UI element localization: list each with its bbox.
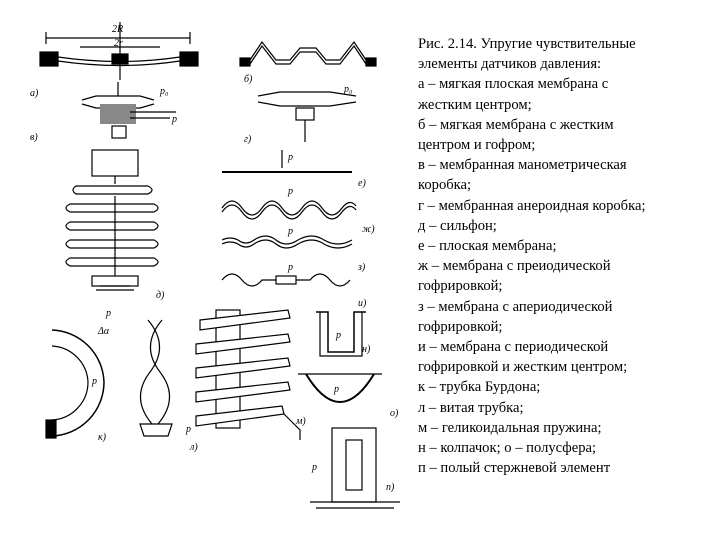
label-l: л)	[189, 442, 198, 453]
label-2R: 2R	[112, 24, 123, 35]
label-p-k2: p	[105, 308, 111, 319]
caption-line-10: д – сильфон;	[418, 217, 497, 234]
caption-line-8: коробка;	[418, 177, 472, 194]
label-g: г)	[244, 134, 252, 145]
caption-line-14: з – мембрана с апериодической	[418, 298, 613, 315]
caption-line-9: г – мембранная анероидная коробка;	[418, 197, 646, 214]
caption-line-13: гофрировкой;	[418, 278, 503, 295]
caption-line-5: б – мягкая мембрана с жестким	[418, 116, 614, 133]
element-z-aperiodic-corrugation: p з)	[221, 226, 366, 273]
element-l-twisted-tube: p л)	[139, 319, 198, 453]
label-k: к)	[98, 432, 107, 443]
figure-caption: Рис. 2.14. Упругие чувствительные элемен…	[418, 34, 714, 478]
caption-line-20: м – геликоидальная пружина;	[418, 419, 602, 436]
caption-line-7: в – мембранная манометрическая	[418, 157, 627, 174]
caption-line-19: л – витая трубка;	[418, 399, 524, 416]
label-p-a: p	[171, 114, 177, 125]
element-k-bourdon-tube: p Δα к) p	[45, 308, 111, 443]
figure-drawing: а) 2R 2r p₀ p в) б) p₀ г)	[30, 22, 400, 509]
label-p-k: p	[91, 376, 97, 387]
label-p-n: p	[335, 330, 341, 341]
caption-line-18: к – трубка Бурдона;	[418, 379, 541, 396]
label-e: е)	[358, 178, 366, 189]
label-m: м)	[295, 416, 306, 427]
label-p0-a: p₀	[159, 86, 169, 97]
label-p-z: p	[287, 226, 293, 237]
label-p: п)	[386, 482, 395, 493]
label-b: б)	[244, 74, 253, 85]
caption-line-11: е – плоская мембрана;	[418, 238, 557, 255]
label-i: и)	[358, 298, 367, 309]
element-o-hemisphere: p о)	[298, 373, 399, 419]
element-b-corrugated-membrane: б) p₀ г)	[239, 40, 377, 145]
label-o: о)	[390, 408, 399, 419]
label-z: з)	[357, 262, 366, 273]
element-m-helical-spring: м)	[195, 309, 306, 440]
caption-line-22: п – полый стержневой элемент	[418, 460, 611, 477]
label-zh: ж)	[362, 224, 375, 235]
caption-line-15: гофрировкой;	[418, 318, 503, 335]
element-a-flat-membrane: а) 2R 2r	[30, 22, 199, 99]
caption-line-17: гофрировкой и жестким центром;	[418, 359, 628, 376]
label-p-i: p	[287, 262, 293, 273]
label-p0-b: p₀	[343, 84, 353, 95]
label-p-p: p	[311, 462, 317, 473]
label-a: а)	[30, 88, 39, 99]
caption-line-1: Рис. 2.14. Упругие чувствительные	[418, 36, 636, 52]
caption-line-4: жестким центром;	[418, 96, 532, 113]
label-d: д)	[156, 290, 165, 301]
caption-line-16: и – мембрана с периодической	[418, 339, 609, 356]
caption-line-6: центром и гофром;	[418, 137, 536, 154]
caption-line-2: элементы датчиков давления:	[418, 56, 602, 73]
label-n: н)	[362, 344, 371, 355]
label-v: в)	[30, 132, 38, 143]
element-v-manometric-box: p₀ p в)	[30, 82, 177, 143]
element-n-cap: p н)	[316, 311, 371, 357]
element-d-bellows: д)	[65, 149, 165, 301]
element-zh-periodic-corrugation: p ж)	[221, 186, 375, 235]
caption-line-21: н – колпачок; о – полусфера;	[418, 440, 597, 457]
label-p-o: p	[333, 384, 339, 395]
caption-line-12: ж – мембрана с преиодической	[418, 258, 611, 275]
element-i-corrugation-hard-center: p и)	[221, 262, 367, 309]
element-e-flat-membrane: p е)	[222, 150, 366, 189]
label-2r: 2r	[114, 38, 123, 49]
label-delta-alpha: Δα	[97, 326, 110, 337]
caption-line-3: а – мягкая плоская мембрана с	[418, 76, 609, 93]
label-p-l: p	[185, 424, 191, 435]
label-p-e: p	[287, 152, 293, 163]
element-p-hollow-rod: p п)	[310, 427, 400, 509]
label-p-zh: p	[287, 186, 293, 197]
